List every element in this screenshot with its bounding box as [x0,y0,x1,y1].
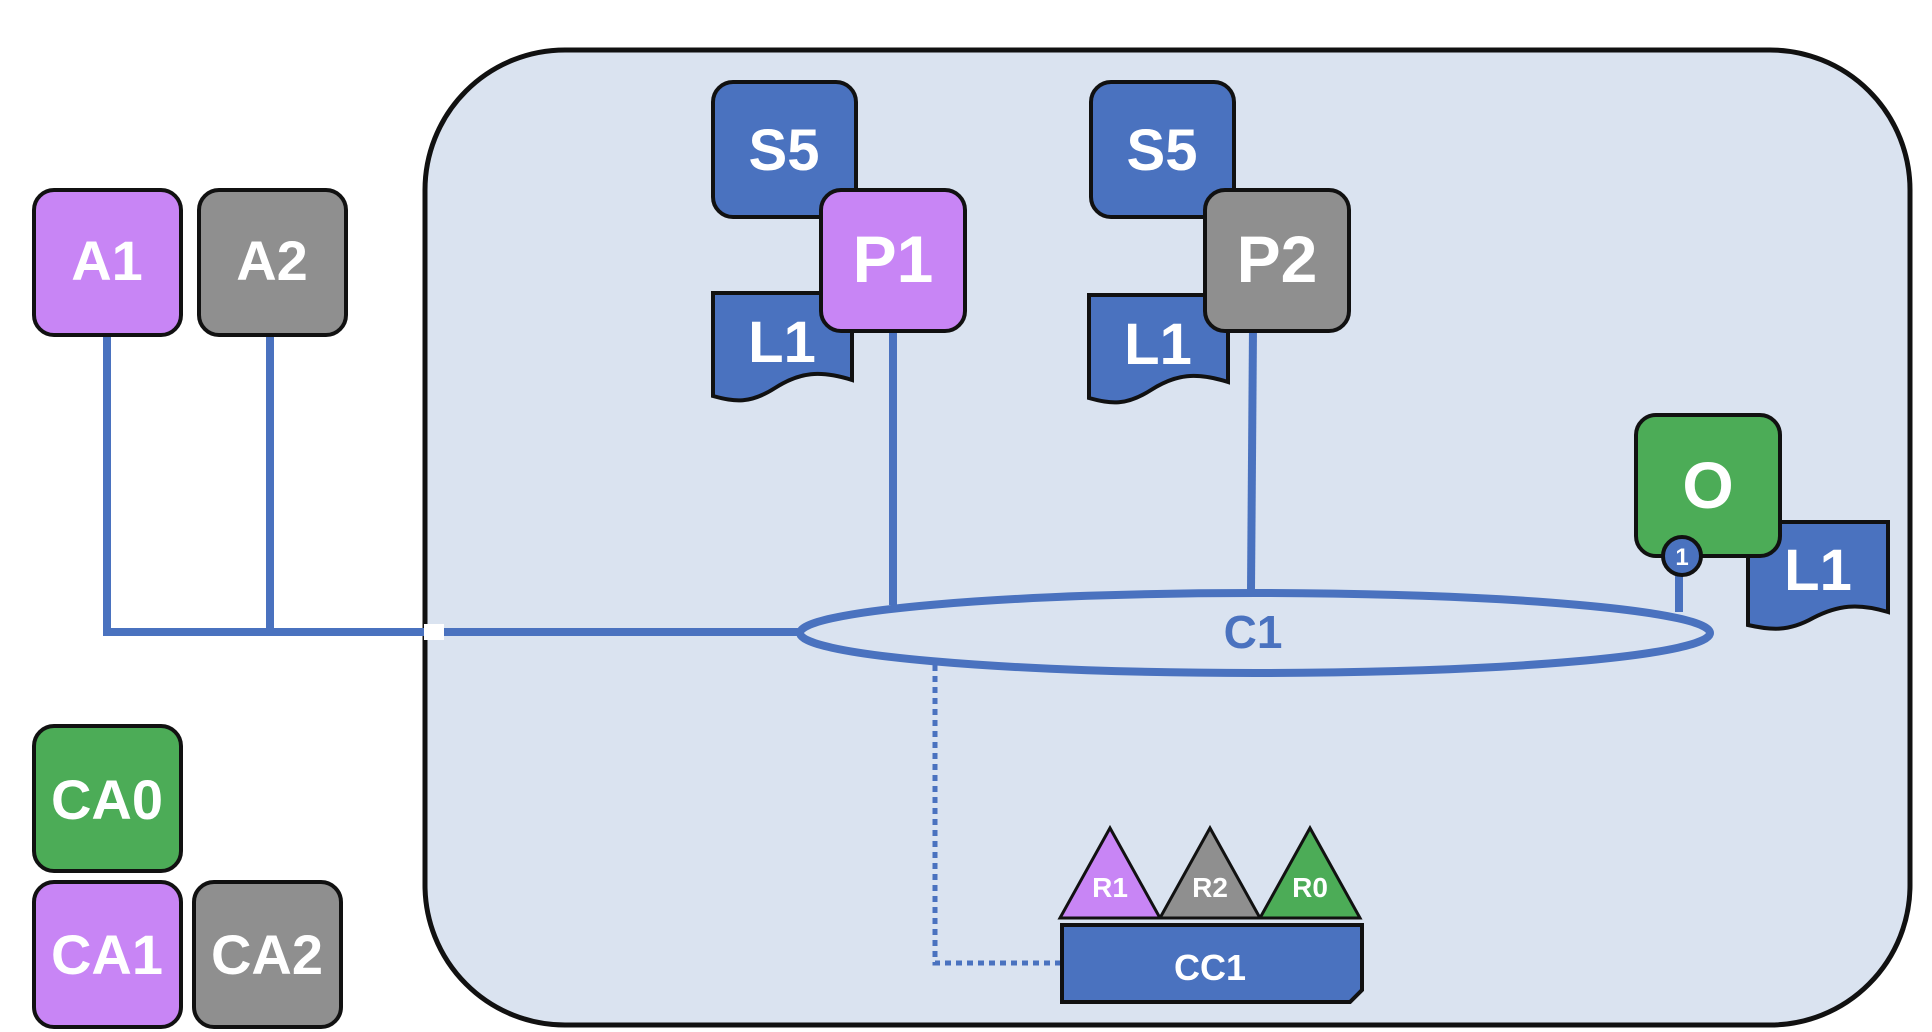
peer1-smart-contract-s5[interactable]: S5 [711,80,858,219]
connections [103,327,1683,636]
certificate-authority-ca0[interactable]: CA0 [32,724,183,873]
svg-text:A1: A1 [71,229,143,292]
svg-text:L1: L1 [1124,312,1192,377]
svg-text:CA2: CA2 [211,923,323,986]
svg-text:P2: P2 [1237,222,1318,296]
orderer-badge: 1 [1661,535,1703,577]
svg-text:P1: P1 [853,222,934,296]
svg-text:A2: A2 [236,229,308,292]
orderer-ledger-l1[interactable]: L1 [1746,520,1890,631]
channel-ring [796,589,1714,677]
config-link [932,665,1063,966]
peer1-ledger-l1[interactable]: L1 [711,291,854,403]
svg-text:1: 1 [1675,544,1688,571]
svg-text:R2: R2 [1192,872,1228,903]
svg-text:R1: R1 [1092,872,1128,903]
role-r1[interactable]: R1 [1057,824,1163,920]
orderer-o[interactable]: O [1634,413,1782,558]
certificate-authority-ca2[interactable]: CA2 [192,880,343,1029]
peer-p1[interactable]: P1 [819,188,967,333]
role-r0[interactable]: R0 [1257,824,1363,920]
application-a2[interactable]: A2 [197,188,348,337]
svg-text:S5: S5 [749,118,820,183]
svg-text:R0: R0 [1292,872,1328,903]
svg-text:S5: S5 [1127,118,1198,183]
svg-text:O: O [1682,448,1733,522]
peer2-ledger-l1[interactable]: L1 [1087,293,1230,405]
peer2-smart-contract-s5[interactable]: S5 [1089,80,1236,219]
p2-link [1247,327,1257,591]
boundary-gap [424,624,444,640]
peer-p2[interactable]: P2 [1203,188,1351,333]
svg-text:CA0: CA0 [51,768,163,831]
channel-label: C1 [1224,606,1283,658]
channel-configuration-cc1[interactable]: CC1 [1060,923,1364,1004]
svg-text:CC1: CC1 [1174,947,1246,988]
certificate-authority-ca1[interactable]: CA1 [32,880,183,1029]
svg-text:L1: L1 [1784,538,1852,603]
application-a1[interactable]: A1 [32,188,183,337]
role-r2[interactable]: R2 [1157,824,1263,920]
svg-text:L1: L1 [748,310,816,375]
svg-text:CA1: CA1 [51,923,163,986]
